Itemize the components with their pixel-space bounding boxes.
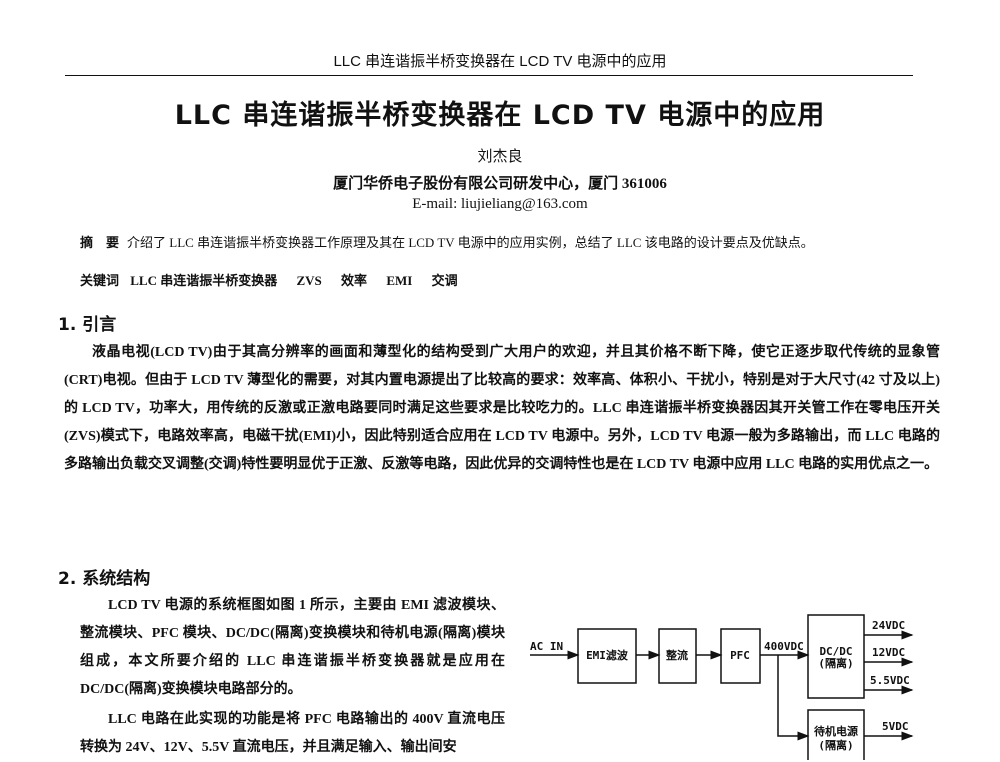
author: 刘杰良 xyxy=(477,149,523,165)
keywords-label: 关键词 xyxy=(80,273,120,288)
output-label: 24VDC xyxy=(872,619,905,632)
keyword: LLC 串连谐振半桥变换器 xyxy=(130,273,278,288)
section-heading: 1. 引言 xyxy=(58,315,117,335)
keywords: 关键词 LLC 串连谐振半桥变换器 ZVS 效率 EMI 交调 xyxy=(80,270,940,289)
paragraph: LCD TV 电源的系统框图如图 1 所示，主要由 EMI 滤波模块、整流模块、… xyxy=(80,598,505,697)
abstract-text: 介绍了 LLC 串连谐振半桥变换器工作原理及其在 LCD TV 电源中的应用实例… xyxy=(127,235,814,250)
dcdc-block xyxy=(807,614,865,699)
abstract-label: 摘 要 xyxy=(80,235,120,250)
emi-filter-block xyxy=(577,628,637,684)
output-label: 5.5VDC xyxy=(870,674,910,687)
keyword: 交调 xyxy=(431,273,458,288)
paper-title: LLC 串连谐振半桥变换器在 LCD TV 电源中的应用 xyxy=(174,100,826,131)
output-label: 5VDC xyxy=(882,720,909,733)
input-label: AC IN xyxy=(530,640,563,653)
keyword: EMI xyxy=(386,273,413,288)
keyword: ZVS xyxy=(296,273,322,288)
block-label: DC/DC xyxy=(819,645,852,658)
block-label: PFC xyxy=(730,649,750,662)
block-label: 整流 xyxy=(665,648,688,662)
arrow xyxy=(777,655,810,741)
running-header: LLC 串连谐振半桥变换器在 LCD TV 电源中的应用 xyxy=(333,53,667,70)
section-heading: 2. 系统结构 xyxy=(58,569,151,589)
standby-block xyxy=(807,709,865,760)
header-rule xyxy=(65,75,913,76)
bus-label: 400VDC xyxy=(764,640,804,653)
paragraph: LLC 电路在此实现的功能是将 PFC 电路输出的 400V 直流电压转换为 2… xyxy=(80,712,505,755)
block-label: (隔离) xyxy=(818,738,853,752)
block-label: 待机电源 xyxy=(813,724,858,738)
keyword: 效率 xyxy=(341,273,368,288)
affiliation: 厦门华侨电子股份有限公司研发中心，厦门 361006 xyxy=(333,176,667,192)
block-label: EMI滤波 xyxy=(586,648,629,662)
pfc-block xyxy=(720,628,761,684)
system-block-diagram: AC IN EMI滤波 整流 PFC 400VDC DC/DC (隔离) 待机电… xyxy=(530,614,914,760)
block-label: (隔离) xyxy=(818,656,853,670)
paragraph: 液晶电视(LCD TV)由于其高分辨率的画面和薄型化的结构受到广大用户的欢迎，并… xyxy=(64,345,940,472)
output-label: 12VDC xyxy=(872,646,905,659)
email: E-mail: liujieliang@163.com xyxy=(412,196,588,212)
abstract: 摘 要介绍了 LLC 串连谐振半桥变换器工作原理及其在 LCD TV 电源中的应… xyxy=(80,232,940,251)
rectifier-block xyxy=(658,628,697,684)
